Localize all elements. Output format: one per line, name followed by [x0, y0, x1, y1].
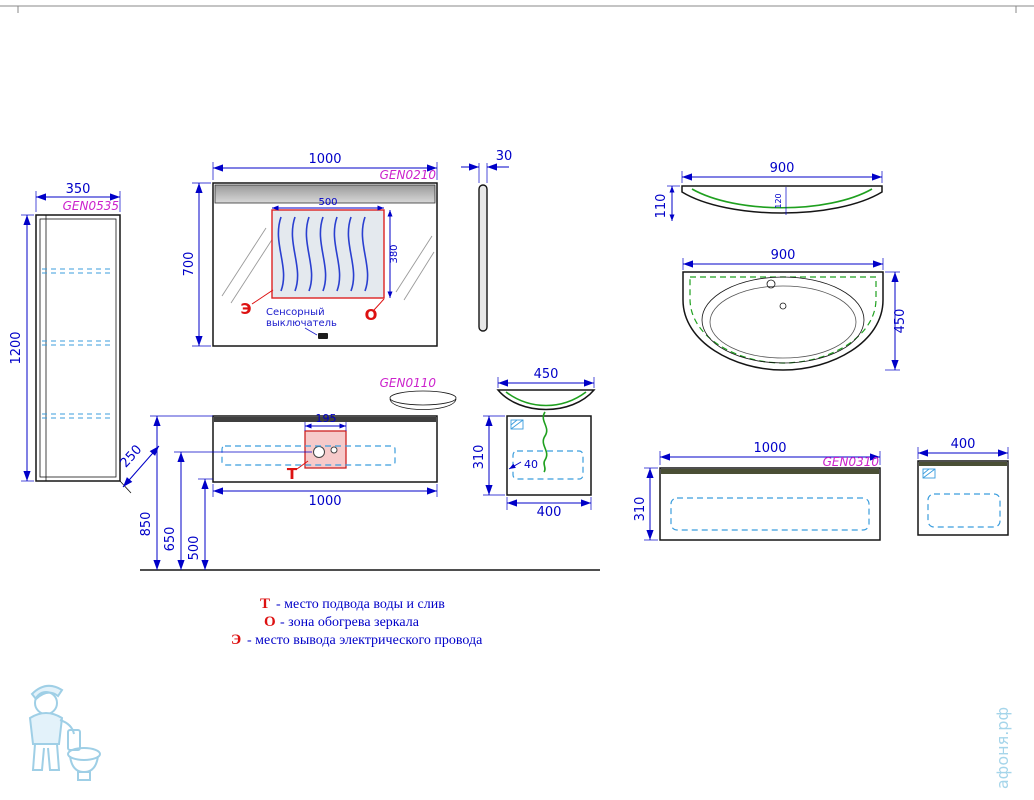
drawing-frame: [0, 5, 1034, 13]
marker-heat-leader: [373, 298, 385, 311]
mirror-side-view: 30: [461, 149, 513, 332]
legend-marker-water: Т: [260, 596, 270, 612]
basin-oval-outer: [701, 276, 865, 364]
dim-label-height: 310: [472, 445, 487, 470]
cabinet-outline: [35, 214, 121, 482]
drawer-dashed-outline: [670, 497, 870, 531]
switch-leader: [304, 327, 318, 336]
dim-label-basin-depth: 120: [774, 193, 783, 208]
plumber-watermark: [28, 684, 101, 781]
basin-green-curve: [505, 391, 587, 407]
depth-projection-line: [119, 480, 132, 494]
legend: Т - место подвода воды и слив О - зона о…: [231, 596, 483, 648]
shelf-dashed-lines: [42, 268, 114, 419]
basin-section: [496, 389, 596, 411]
touch-switch-dot: [318, 333, 328, 339]
dim-label-height-drain: 650: [163, 527, 178, 552]
dim-label-width: 1000: [308, 152, 341, 167]
toilet-seat: [67, 747, 101, 761]
dim-label-depth: 400: [951, 437, 976, 452]
cabinet-outline: [506, 415, 592, 496]
countertop-band: [214, 417, 436, 422]
dim-label-height: 1200: [9, 331, 24, 364]
dim-label-heater-width: 500: [318, 197, 337, 208]
mounting-bracket-icon: [922, 468, 936, 479]
drain-hose: [542, 411, 548, 473]
site-watermark: афоня.рф: [993, 707, 1012, 789]
wall-cabinet-front-view: 1000 GEN0310 310: [633, 441, 881, 541]
sink-elevation-basin-curve: [691, 188, 873, 209]
product-code: GEN0535: [63, 199, 119, 213]
dim-label-width: 900: [770, 161, 795, 176]
mounting-bracket-icon: [510, 419, 524, 430]
drain-zone: [304, 430, 347, 469]
dim-label-heater-height: 380: [389, 244, 400, 263]
mirror-front-view: 1000 GEN0210 500 380 700 Э О: [182, 152, 438, 347]
marker-electric-leader: [251, 289, 274, 305]
mirror-reflection-hatch: [221, 227, 435, 304]
dim-label-width: 350: [66, 182, 91, 197]
legend-text-water: - место подвода воды и слив: [276, 597, 445, 612]
drawer-dashed-outline: [221, 445, 396, 466]
marker-electric: Э: [240, 300, 251, 318]
sink-elevation-outline: [681, 185, 883, 214]
vanity-side-view: 450 40 310 400: [472, 367, 596, 520]
dim-label-height-top: 850: [139, 512, 154, 537]
product-code: GEN0310: [823, 455, 880, 469]
dim-label-cabinet-depth: 400: [537, 505, 562, 520]
sink-plan-outline: [682, 271, 884, 371]
dim-label-width: 900: [771, 248, 796, 263]
dim-label-thickness: 30: [496, 149, 513, 164]
switch-label-line2: выключатель: [266, 318, 337, 329]
sink-front-elevation: 900 110 120: [654, 161, 883, 221]
vanity-front-view: GEN0110 195 Т 1000 850 650 500: [139, 376, 600, 571]
switch-label-line1: Сенсорный: [266, 307, 325, 318]
toilet-base: [77, 771, 91, 781]
tall-cabinet-view: 350 GEN0535 1200 250: [9, 182, 160, 494]
overflow-hole: [779, 302, 787, 310]
heater-wave-lines: [277, 216, 369, 292]
legend-marker-electric: Э: [231, 632, 241, 648]
plumber-legs: [31, 743, 61, 771]
top-band: [919, 462, 1007, 466]
dim-label-height: 310: [633, 497, 648, 522]
cabinet-inner-frame: [39, 218, 117, 478]
cabinet-outline: [917, 460, 1009, 536]
plumber-arm: [59, 719, 75, 735]
basin-oval-inner: [709, 285, 857, 359]
drain-hole-large: [313, 446, 325, 458]
sink-plan-view: 900 450: [682, 248, 908, 371]
mirror-top-band: [214, 184, 436, 204]
dim-label-height-bottom: 500: [187, 536, 202, 561]
dim-label-depth: 450: [534, 367, 559, 382]
cabinet-outline: [659, 467, 881, 541]
dim-label-height: 700: [182, 252, 197, 277]
legend-text-electric: - место вывода электрического провода: [247, 633, 483, 648]
drain-hole-small: [330, 446, 338, 454]
plumber-torso: [28, 712, 64, 745]
dim-label-depth: 450: [893, 309, 908, 334]
dim-label-drain-offset: 195: [316, 412, 337, 425]
legend-text-heat: - зона обогрева зеркала: [280, 615, 420, 630]
gap-arrow: [508, 461, 522, 470]
product-code: GEN0110: [380, 376, 437, 390]
legend-marker-heat: О: [264, 614, 276, 630]
side-panel: [478, 184, 488, 332]
dim-label-gap: 40: [524, 458, 538, 471]
product-code: GEN0210: [380, 168, 437, 182]
dim-label-width: 1000: [753, 441, 786, 456]
dim-label-width: 1000: [308, 494, 341, 509]
top-band: [661, 469, 879, 474]
drawer-dashed-outline: [927, 493, 1001, 528]
marker-heat: О: [365, 306, 378, 324]
marker-water-leader: [296, 460, 309, 470]
plumber-head: [34, 691, 58, 715]
dim-label-height: 110: [654, 194, 669, 219]
faucet-hole: [766, 279, 776, 289]
vessel-rim: [389, 390, 457, 406]
marker-water: Т: [287, 465, 298, 483]
wall-cabinet-side-view: 400: [917, 437, 1009, 536]
dim-line-depth: [122, 445, 160, 488]
